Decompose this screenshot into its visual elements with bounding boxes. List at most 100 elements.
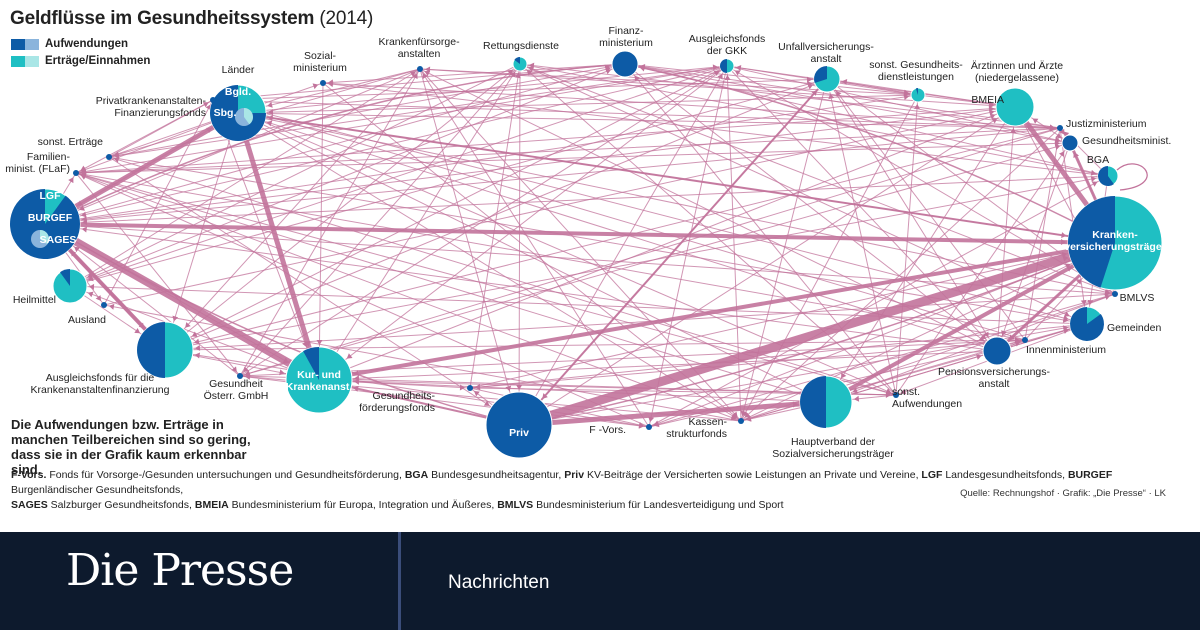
flow-line — [740, 78, 828, 422]
node-inner-label-priv-0: Priv — [509, 427, 529, 439]
flow-line — [44, 65, 728, 225]
flow-arrowhead — [1062, 325, 1069, 332]
node-heilmittel[interactable] — [52, 268, 88, 304]
flow-line — [75, 172, 241, 377]
flow-arrowhead — [978, 335, 985, 342]
node-aerzte[interactable] — [995, 87, 1035, 127]
flow-arrowhead — [730, 414, 737, 421]
flow-arrowhead — [1054, 144, 1061, 150]
flow-arrowhead — [1061, 232, 1067, 239]
flow-line — [103, 106, 1016, 306]
flow-arrowhead — [913, 103, 920, 110]
node-kuk[interactable] — [285, 346, 353, 414]
flow-line — [75, 172, 742, 422]
node-circle — [1022, 337, 1028, 343]
node-innen[interactable] — [1022, 337, 1028, 343]
flow-line — [824, 241, 1117, 404]
node-fvors[interactable] — [646, 424, 652, 430]
flow-line — [69, 63, 521, 287]
node-label-privkaf: Privatkrankenanstalten-Finanzierungsfond… — [95, 95, 206, 119]
flow-arrowhead — [1001, 330, 1007, 336]
node-goeg[interactable] — [237, 373, 243, 379]
node-sonstauf[interactable] — [893, 392, 899, 398]
node-kvt[interactable] — [1067, 195, 1163, 291]
note-text: Die Aufwendungen bzw. Erträge in manchen… — [11, 417, 251, 477]
node-expense-slice — [137, 322, 165, 378]
flow-line — [103, 99, 214, 306]
node-sgd[interactable] — [910, 87, 926, 103]
node-sozmin[interactable] — [320, 80, 326, 86]
node-justiz[interactable] — [1057, 125, 1063, 131]
flow-arrowhead — [77, 200, 83, 206]
node-hv[interactable] — [799, 375, 853, 429]
flow-arrowhead — [836, 90, 842, 97]
node-inner-label-kvt: Kranken-versicherungsträger — [1064, 228, 1166, 253]
node-finmin[interactable] — [611, 50, 639, 78]
node-gemeinden[interactable] — [1069, 306, 1105, 342]
node-bmlvs[interactable] — [1112, 291, 1118, 297]
flow-arrowhead — [267, 101, 273, 108]
flow-arrowhead — [505, 385, 512, 392]
node-label-justiz: Justizministerium — [1066, 118, 1147, 130]
node-rett[interactable] — [512, 56, 528, 72]
node-label-uva: Unfallversicherungs-anstalt — [778, 41, 874, 65]
die-presse-logo[interactable]: Die Presse — [66, 545, 294, 596]
flow-arrowhead — [74, 246, 80, 253]
flow-arrowhead — [95, 295, 102, 301]
flow-arrowhead — [735, 65, 742, 71]
node-ausland[interactable] — [101, 302, 107, 308]
flow-line — [164, 68, 421, 351]
node-agfkaf[interactable] — [136, 321, 194, 379]
flow-arrowhead — [194, 352, 201, 359]
flow-arrowhead — [231, 366, 237, 373]
flow-arrowhead — [983, 331, 989, 338]
node-uva[interactable] — [813, 65, 841, 93]
node-privkaf[interactable] — [210, 97, 216, 103]
flow-curve — [518, 242, 1116, 426]
node-flaf[interactable] — [73, 170, 79, 176]
flow-arrowhead — [194, 344, 201, 351]
node-label-fvors: F -Vors. — [589, 424, 626, 436]
footnote-abbr: BMLVS — [497, 499, 534, 511]
legend-expense: Aufwendungen — [11, 38, 128, 50]
flow-arrowhead — [138, 322, 145, 329]
flow-arrowhead — [474, 384, 481, 391]
flow-arrowhead — [1008, 334, 1015, 341]
node-sonstert[interactable] — [106, 154, 112, 160]
node-label-pva: Pensionsversicherungs-anstalt — [937, 366, 1051, 390]
flow-line — [237, 112, 1116, 244]
node-pva[interactable] — [982, 336, 1012, 366]
node-kfa[interactable] — [417, 66, 423, 72]
flow-line — [44, 223, 1116, 295]
flow-line — [164, 112, 239, 351]
flow-arrowhead — [88, 275, 94, 282]
flow-arrowhead — [1080, 299, 1087, 306]
flow-arrowhead — [244, 373, 251, 380]
node-priv[interactable] — [485, 391, 553, 459]
node-expense-slice — [915, 88, 918, 95]
flow-line — [317, 241, 1117, 382]
node-gff[interactable] — [467, 385, 473, 391]
flow-arrowhead — [841, 372, 847, 379]
node-bga[interactable] — [1097, 165, 1119, 187]
node-gesmin[interactable] — [1061, 134, 1079, 152]
flow-line — [624, 63, 919, 96]
brand-banner — [0, 532, 1200, 630]
flow-line — [44, 175, 1109, 225]
flow-arrowhead — [648, 416, 655, 423]
flow-line — [996, 106, 1016, 352]
flow-arrowhead — [191, 331, 198, 337]
node-circle — [611, 50, 639, 78]
node-lgf[interactable] — [9, 188, 81, 260]
node-agfgkk[interactable] — [719, 58, 735, 74]
section-label[interactable]: Nachrichten — [448, 572, 550, 593]
flow-line — [469, 63, 521, 389]
flow-arrowhead — [991, 118, 998, 124]
flow-line — [826, 78, 998, 352]
node-label-innen: Innenministerium — [1026, 344, 1106, 356]
flow-arrowhead — [243, 366, 249, 373]
flow-line — [514, 238, 1120, 430]
node-kasse[interactable] — [738, 418, 744, 424]
flow-arrowhead — [989, 113, 996, 120]
